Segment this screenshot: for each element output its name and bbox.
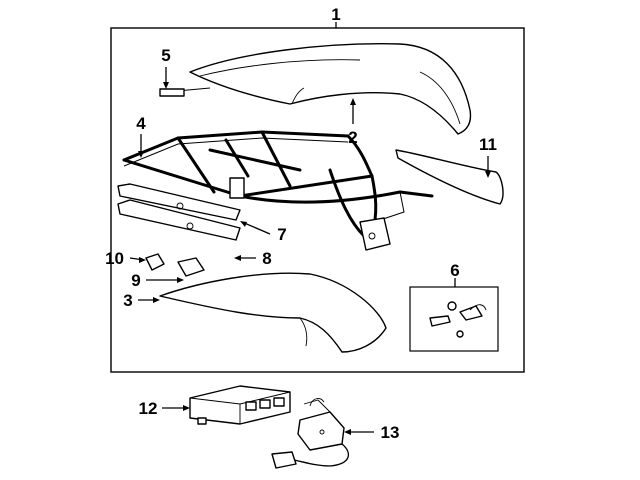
callout-2-arrow — [350, 98, 356, 105]
top-frame-icon — [122, 130, 434, 251]
callout-3: 3 — [123, 291, 132, 310]
callout-4: 4 — [136, 114, 146, 133]
callout-1: 1 — [331, 5, 340, 24]
callout-13: 13 — [381, 423, 400, 442]
callout-8: 8 — [262, 249, 271, 268]
callout-7-leader — [241, 221, 271, 235]
side-trim-panel-icon — [395, 149, 504, 205]
callout-5: 5 — [161, 46, 170, 65]
control-module-icon — [189, 385, 291, 425]
callout-11: 11 — [479, 135, 497, 154]
hardware-kit-box — [409, 286, 499, 352]
rear-bow-icon — [117, 183, 241, 241]
callout-2: 2 — [348, 128, 357, 147]
latch-parts-icon — [145, 253, 205, 277]
assembly-box — [110, 27, 525, 373]
callout-7: 7 — [277, 225, 286, 244]
callout-10: 10 — [105, 249, 124, 268]
latch-motor-icon — [271, 398, 350, 469]
callout-9: 9 — [131, 271, 140, 290]
callout-12: 12 — [139, 399, 158, 418]
callout-6: 6 — [450, 261, 459, 280]
soft-top-cover-icon — [159, 43, 472, 135]
lower-cover-icon — [159, 272, 387, 353]
hardware-kit-icon — [429, 301, 487, 338]
